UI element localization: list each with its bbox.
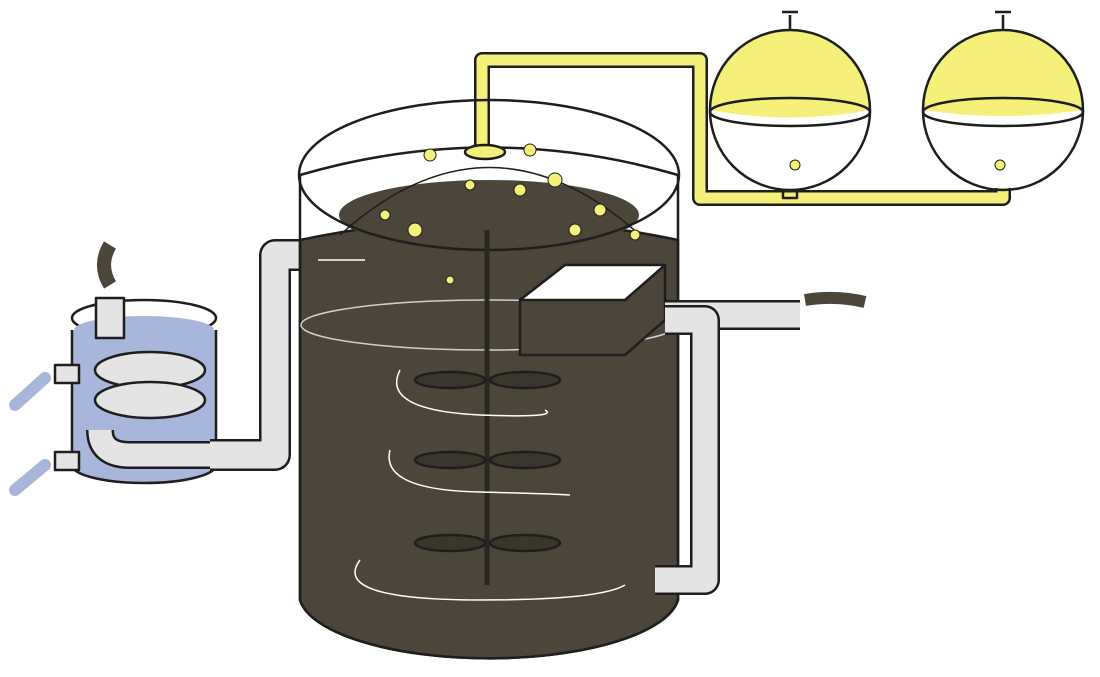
heat-exchanger <box>9 241 220 496</box>
inlet-pipe <box>210 239 305 471</box>
gas-bubbles <box>379 143 1006 285</box>
agitator <box>318 230 626 601</box>
gas-sphere-right <box>921 10 1085 192</box>
overflow-box <box>518 263 667 357</box>
gas-sphere-left <box>708 10 872 200</box>
